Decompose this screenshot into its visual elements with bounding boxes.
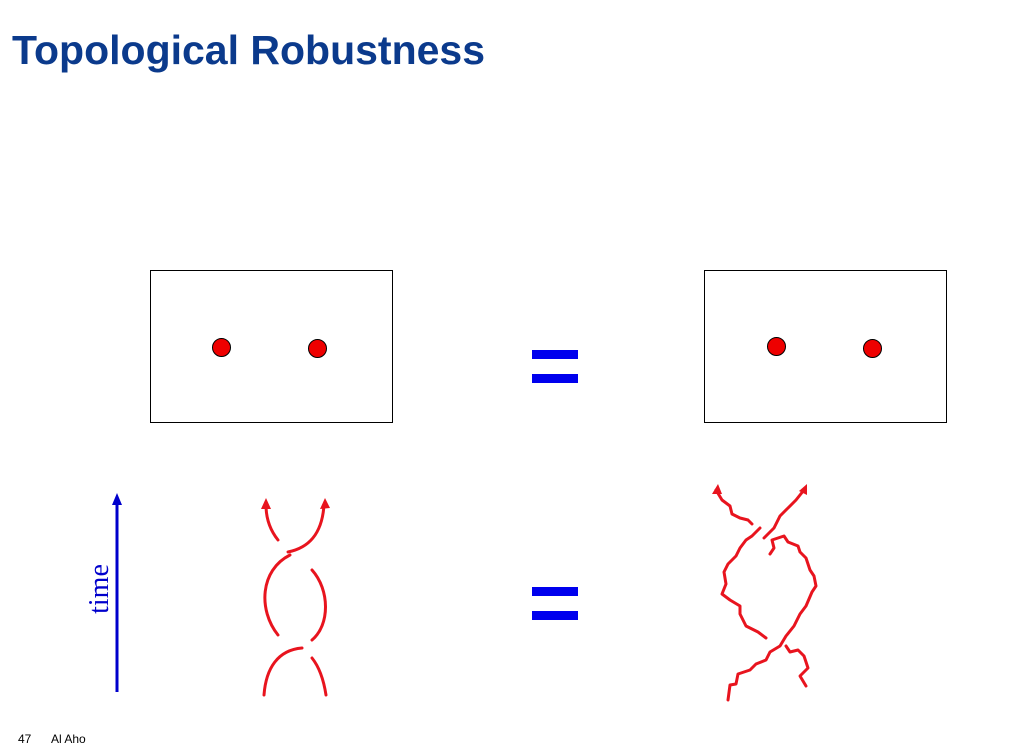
braid-strand	[310, 568, 327, 642]
braid-strand	[720, 526, 768, 640]
equals-bar	[532, 587, 578, 596]
slide-number: 47	[18, 732, 32, 746]
braid-strand	[262, 646, 304, 697]
braid-strand	[714, 488, 754, 526]
deformed-braid-diagram	[712, 484, 818, 702]
footer-author: Al Aho	[51, 732, 86, 746]
braid-arrowhead	[320, 498, 330, 509]
braid-strand	[310, 656, 328, 697]
time-axis-arrow	[112, 493, 122, 692]
equals-sign-bottom	[532, 587, 578, 621]
particle-dot	[212, 338, 231, 357]
particle-dot	[308, 339, 327, 358]
particle-dot	[767, 337, 786, 356]
equals-bar	[532, 611, 578, 620]
equals-sign-top	[532, 350, 578, 384]
particle-panel-left	[150, 270, 393, 423]
smooth-braid-diagram	[261, 498, 330, 697]
braid-strand	[762, 488, 806, 540]
braid-strand	[784, 644, 810, 688]
slide-title: Topological Robustness	[12, 27, 486, 73]
equals-bar	[532, 374, 578, 383]
equals-bar	[532, 350, 578, 359]
particle-dot	[863, 339, 882, 358]
braid-strand	[263, 553, 292, 637]
braid-strand	[264, 503, 280, 542]
braid-strand	[726, 534, 818, 702]
braid-arrowhead	[261, 498, 271, 509]
braid-arrowhead	[799, 484, 807, 495]
braid-strand	[286, 503, 326, 554]
particle-panel-right	[704, 270, 947, 423]
braid-arrowhead	[712, 484, 722, 494]
time-axis-label: time	[84, 564, 115, 614]
